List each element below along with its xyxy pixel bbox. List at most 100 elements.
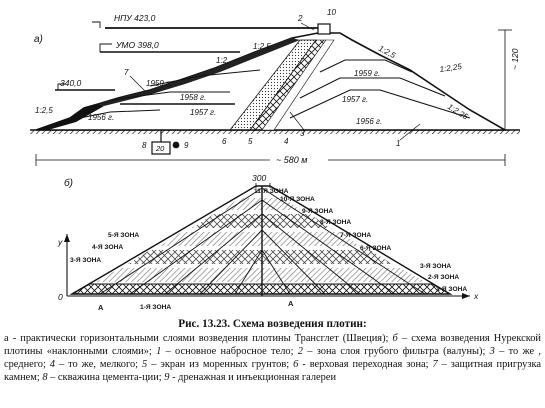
marker-9: 9 <box>184 141 189 150</box>
marker-2: 2 <box>297 14 303 23</box>
zone-label: 3-Я ЗОНА <box>70 257 101 264</box>
marker-5: 5 <box>248 137 253 146</box>
zone-label: 11-Я ЗОНА <box>254 188 289 195</box>
base-zone <box>70 283 452 295</box>
panel-a-letter: а) <box>34 34 43 45</box>
top-dim-label: 300 <box>252 173 266 183</box>
zone-band-2 <box>128 250 392 264</box>
caption-item-number: б <box>392 333 398 344</box>
zone-label: 4-Я ЗОНА <box>92 244 123 251</box>
caption-item-number: 2 <box>297 346 303 357</box>
caption-text: – основное набросное тело; <box>161 346 298 357</box>
y-axis-arrow <box>64 234 70 242</box>
gallery-circle <box>172 141 180 149</box>
npu-leader <box>92 21 101 28</box>
year-label: 1959 г. <box>146 79 172 88</box>
caption-text: – то же , среднего; <box>4 346 542 370</box>
gallery-dim-label: 20 <box>155 144 165 153</box>
layer-line-up-1 <box>59 109 161 123</box>
leader-line <box>129 75 147 93</box>
zone-label: 7-Я ЗОНА <box>340 232 371 239</box>
filter-zone-2 <box>261 39 335 131</box>
slope-label: 1:2,5 <box>35 106 53 115</box>
zone-label: 8-Я ЗОНА <box>320 219 351 226</box>
layer-line-up-3 <box>149 69 261 87</box>
y-axis-label: y <box>57 237 63 247</box>
caption-text: – скважина цемента-ции; <box>47 372 165 383</box>
height-dim-label: ~ 120 <box>510 48 520 70</box>
layer-line-1956 <box>289 89 471 119</box>
caption-text: а - практически горизонтальными слоями в… <box>4 333 393 344</box>
level-umo-label: УМО 398,0 <box>115 40 159 50</box>
x-axis-arrow <box>462 293 470 299</box>
caption-item-number: 8 <box>42 372 48 383</box>
x-axis-label: x <box>473 291 479 301</box>
origin-label: 0 <box>58 292 63 302</box>
caption-title: Рис. 13.23. Схема возведения плотин: <box>178 318 367 330</box>
year-label: 1957 г. <box>342 95 368 104</box>
zone-label: 10-Я ЗОНА <box>280 196 315 203</box>
marker-3: 3 <box>300 129 305 138</box>
zone-label: 2-Я ЗОНА <box>428 274 459 281</box>
level-340-label: 340,0 <box>60 78 82 88</box>
zone-label: 3-Я ЗОНА <box>420 263 451 270</box>
layer-line-1957 <box>299 77 446 99</box>
zone-band-1 <box>96 268 426 282</box>
panel-b-letter: б) <box>64 177 73 189</box>
section-marker-a: A <box>98 303 104 312</box>
leader-line <box>289 111 305 131</box>
leader-line <box>399 123 421 141</box>
slope-label: 1:2,25 <box>439 62 463 74</box>
foundation-hatch <box>30 130 520 134</box>
caption-item-number: 6 <box>293 359 299 370</box>
width-dim-label: ~ 580 м <box>276 155 307 165</box>
zone-label: 1-Я ЗОНА <box>140 304 171 311</box>
section-marker-a: A <box>288 299 294 308</box>
zone-label: 5-Я ЗОНА <box>108 232 139 239</box>
year-label: 1957 г. <box>190 108 216 117</box>
zone-band-3 <box>160 232 360 246</box>
marker-8: 8 <box>142 141 147 150</box>
layer-line-1959 <box>319 59 413 73</box>
upstream-toe-fill <box>36 104 104 130</box>
level-npu-label: НПУ 423,0 <box>114 13 156 23</box>
width-dim-mask <box>270 153 328 165</box>
caption-item-number: 5 <box>142 359 148 370</box>
top-dim-ticks <box>255 183 271 188</box>
year-label: 1959 г. <box>354 69 380 78</box>
slope-label: 1:2,5 <box>253 42 271 51</box>
caption-text: – защитная пригрузка камнем; <box>4 359 541 383</box>
year-label: 1956 г. <box>356 117 382 126</box>
caption-text: – экран из моренных грунтов; <box>147 359 294 370</box>
figure-caption: Рис. 13.23. Схема возведения плотин: а -… <box>4 318 541 384</box>
layer-line-up-2 <box>109 91 230 101</box>
caption-text: - дренажная и инъекционная галереи <box>169 372 337 383</box>
zone-label: 6-Я ЗОНА <box>360 245 391 252</box>
caption-text: - верховая переходная зона; <box>298 359 433 370</box>
caption-text: – зона слоя грубого фильтра (валуны); <box>302 346 490 357</box>
marker-4: 4 <box>284 137 289 146</box>
crest-structure <box>317 23 331 35</box>
marker-7: 7 <box>124 68 129 77</box>
caption-body: а - практически горизонтальными слоями в… <box>4 332 541 384</box>
zone-label: 9-Я ЗОНА <box>302 208 333 215</box>
marker-6: 6 <box>222 137 227 146</box>
zone-label: 1-Я ЗОНА <box>436 286 467 293</box>
caption-item-number: 9 <box>164 372 170 383</box>
year-label: 1956 г. <box>88 113 114 122</box>
caption-text: – схема возведения Нурекской плотины «на… <box>4 333 541 357</box>
year-label: 1958 г. <box>180 93 206 102</box>
level-340-leader <box>57 83 66 90</box>
top-dim-mask <box>250 174 270 182</box>
upstream-protection-layer <box>98 38 300 106</box>
caption-item-number: 3 <box>489 346 495 357</box>
slope-label: 1:2 <box>216 56 228 65</box>
panel-b: б) x y 0 3 <box>57 173 479 312</box>
marker-1: 1 <box>396 139 400 148</box>
caption-text: – то же, мелкого; <box>55 359 143 370</box>
inclined-layer-lines <box>99 187 426 295</box>
marker-10: 10 <box>327 8 336 17</box>
leader-line <box>300 22 315 31</box>
umo-leader <box>99 43 112 52</box>
